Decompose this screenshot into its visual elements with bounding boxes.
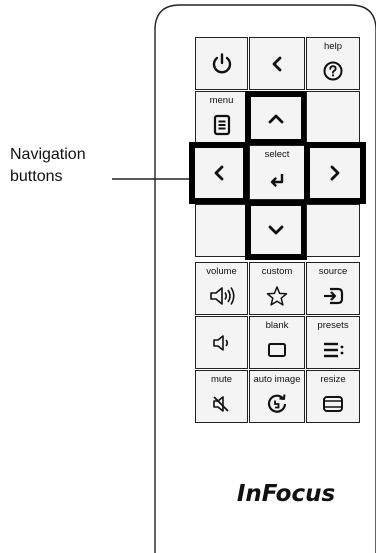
volume-label: volume	[206, 266, 237, 277]
power-icon	[212, 52, 231, 73]
menu-button[interactable]: menu	[195, 91, 248, 144]
presets-icon	[324, 342, 344, 357]
resize-label: resize	[320, 374, 346, 385]
menu-label: menu	[209, 95, 234, 106]
resize-icon	[323, 395, 343, 412]
auto-image-label: auto image	[253, 374, 301, 385]
volume-down-icon	[212, 334, 228, 351]
source-label: source	[318, 266, 348, 277]
source-icon	[324, 287, 344, 304]
nav-down-button[interactable]	[245, 200, 307, 260]
chevron-left-icon	[214, 165, 224, 181]
chevron-up-icon	[268, 114, 284, 124]
callout-label-line2: buttons	[10, 168, 63, 185]
back-button[interactable]	[249, 37, 305, 90]
power-button[interactable]	[195, 37, 248, 90]
mute-icon	[212, 395, 229, 412]
help-button[interactable]: help	[306, 37, 360, 90]
brand-logo: InFocus	[236, 481, 336, 507]
volume-up-icon	[209, 286, 235, 305]
source-button[interactable]: source	[306, 262, 360, 315]
callout-label-line1: Navigation	[10, 146, 86, 163]
select-label: select	[264, 149, 290, 160]
empty-key-top-right	[306, 91, 360, 144]
select-button[interactable]: select	[249, 145, 305, 200]
resize-button[interactable]: resize	[306, 370, 360, 423]
volume-down-button[interactable]	[195, 316, 248, 369]
empty-key-bottom-left	[195, 204, 248, 257]
presets-label: presets	[317, 320, 349, 331]
custom-button[interactable]: custom	[249, 262, 305, 315]
mute-label: mute	[210, 374, 233, 385]
nav-up-button[interactable]	[245, 91, 307, 145]
question-icon	[323, 61, 343, 80]
nav-right-button[interactable]	[304, 142, 366, 204]
empty-key-bottom-right	[306, 204, 360, 257]
callout-label: Navigation buttons	[10, 144, 86, 188]
auto-image-icon	[267, 393, 287, 413]
blank-icon	[268, 342, 286, 357]
presets-button[interactable]: presets	[306, 316, 360, 369]
nav-left-button[interactable]	[189, 142, 249, 204]
auto-image-button[interactable]: auto image	[249, 370, 305, 423]
blank-label: blank	[265, 320, 289, 331]
menu-icon	[213, 114, 230, 135]
mute-button[interactable]: mute	[195, 370, 248, 423]
help-label: help	[324, 41, 342, 52]
chevron-right-icon	[330, 165, 340, 181]
volume-up-button[interactable]: volume	[195, 262, 248, 315]
blank-button[interactable]: blank	[249, 316, 305, 369]
custom-label: custom	[261, 266, 293, 277]
chevron-down-icon	[268, 225, 284, 235]
star-icon	[266, 285, 288, 306]
chevron-left-icon	[272, 56, 282, 71]
enter-icon	[270, 173, 284, 187]
